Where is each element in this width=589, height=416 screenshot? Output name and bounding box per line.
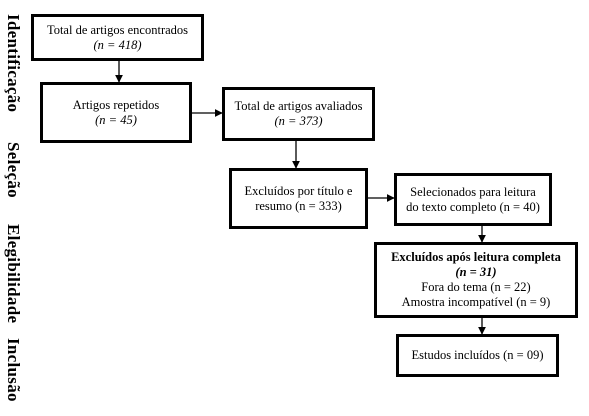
box-count: (n = 373) (274, 114, 323, 128)
stage-label-identificacao: Identificação (4, 14, 23, 113)
box-label: Estudos incluídos (n = 09) (411, 348, 544, 362)
box-excluidos-titulo-resumo: Excluídos por título e resumo (n = 333) (229, 168, 368, 229)
box-label: Artigos repetidos (72, 97, 160, 112)
box-artigos-repetidos: Artigos repetidos (n = 45) (40, 82, 192, 143)
stage-label-inclusao: Inclusão (4, 338, 23, 402)
box-total-artigos-avaliados: Total de artigos avaliados (n = 373) (222, 87, 375, 141)
box-label-line2: do texto completo (n = 40) (406, 199, 540, 214)
box-count: (n = 418) (93, 37, 142, 52)
box-label: Total de artigos encontrados (46, 22, 189, 37)
box-item-amostra-incompativel: Amostra incompatível (n = 9) (401, 295, 551, 309)
box-item-fora-do-tema: Fora do tema (n = 22) (421, 280, 531, 294)
box-count: (n = 31) (455, 265, 497, 279)
box-label-line2: resumo (n = 333) (255, 198, 342, 213)
box-label: Total de artigos avaliados (234, 99, 363, 113)
box-selecionados-leitura: Selecionados para leitura do texto compl… (394, 173, 552, 226)
box-label-line1: Selecionados para leitura (410, 184, 536, 199)
box-count: (n = 45) (95, 112, 137, 127)
box-label-line1: Excluídos por título e (244, 183, 353, 198)
stage-label-elegibilidade: Elegibilidade (4, 224, 23, 324)
box-excluidos-leitura-completa: Excluídos após leitura completa (n = 31)… (374, 242, 578, 318)
box-total-artigos-encontrados: Total de artigos encontrados (n = 418) (31, 14, 204, 61)
stage-label-selecao: Seleção (4, 142, 23, 198)
box-estudos-incluidos: Estudos incluídos (n = 09) (396, 334, 559, 377)
box-title: Excluídos após leitura completa (391, 250, 561, 264)
